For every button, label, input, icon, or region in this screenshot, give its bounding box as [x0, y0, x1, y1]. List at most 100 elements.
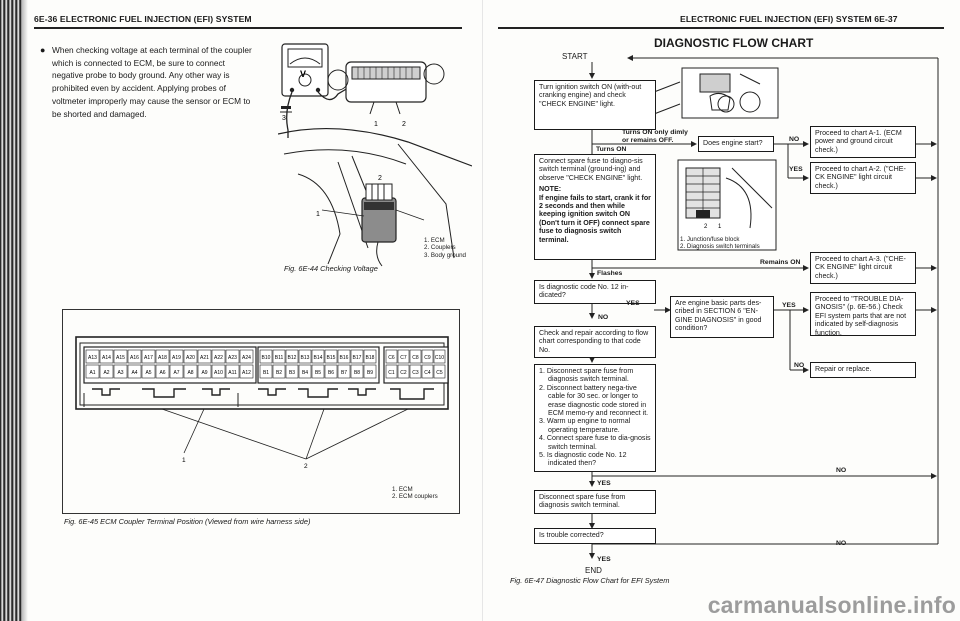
junction-legend: 1. Junction/fuse block 2. Diagnosis swit… [680, 236, 760, 251]
coupler-b-terminal-label-B6: B6 [328, 370, 334, 376]
coupler-c-terminal-label-C3: C3 [412, 370, 419, 376]
steps-list: 1. Disconnect spare fuse from diagnosis … [539, 367, 651, 468]
fig47-caption: Fig. 6E-47 Diagnostic Flow Chart for EFI… [510, 576, 669, 585]
coupler-a-terminal-label-A5: A5 [145, 370, 151, 376]
fig44-callout-2: 2 [402, 121, 406, 128]
label-or-remains-off: or remains OFF. [622, 137, 673, 144]
coupler-a-terminal-label-A4: A4 [131, 370, 137, 376]
coupler-b-terminal-label-B9: B9 [367, 370, 373, 376]
svg-text:V: V [300, 69, 306, 79]
coupler-b-terminal-label-B11: B11 [275, 355, 284, 361]
coupler-c-terminal-label-C8: C8 [412, 355, 419, 361]
coupler-b-terminal-label-B14: B14 [314, 355, 323, 361]
fig44-callout-1: 1 [374, 121, 378, 128]
coupler-a-terminal-label-A13: A13 [88, 355, 97, 361]
coupler-b-terminal-label-B17: B17 [353, 355, 362, 361]
box-chart-a1: Proceed to chart A-1. (ECM power and gro… [810, 126, 916, 158]
fig44-legend-ecm: 1. ECM [424, 237, 466, 244]
fig45-legend-couplers: 2. ECM couplers [392, 493, 438, 500]
label-no-3: NO [794, 362, 804, 369]
bullet-paragraph: ● When checking voltage at each terminal… [40, 44, 252, 120]
coupler-b-terminal-label-B16: B16 [340, 355, 349, 361]
box-trouble-corrected: Is trouble corrected? [534, 528, 656, 544]
fig44-legend-couplers: 2. Couplers [424, 244, 466, 251]
right-page-header: ELECTRONIC FUEL INJECTION (EFI) SYSTEM 6… [680, 14, 898, 24]
step-1: 1. Disconnect spare fuse from diagnosis … [539, 367, 651, 384]
label-no-5: NO [836, 540, 846, 547]
fig45-callout-2: 2 [304, 463, 308, 470]
box-check-repair: Check and repair according to flow chart… [534, 326, 656, 358]
right-header-rule [498, 27, 944, 29]
junction-legend-1: 1. Junction/fuse block [680, 236, 760, 243]
coupler-a-terminal-label-A6: A6 [159, 370, 165, 376]
coupler-b-terminal-label-B1: B1 [263, 370, 269, 376]
box-basic-parts: Are engine basic parts des-cribed in SEC… [670, 296, 774, 338]
coupler-b-terminal-label-B5: B5 [315, 370, 321, 376]
label-yes-1: YES [789, 166, 803, 173]
box-chart-a3: Proceed to chart A-3. ("CHE-CK ENGINE" l… [810, 252, 916, 284]
coupler-a-terminal-label-A22: A22 [214, 355, 223, 361]
bullet-dot: ● [40, 44, 45, 57]
coupler-c-terminal-label-C1: C1 [388, 370, 395, 376]
left-page-header: 6E-36 ELECTRONIC FUEL INJECTION (EFI) SY… [34, 14, 252, 24]
fig45-callout-1: 1 [182, 457, 186, 464]
coupler-a-terminal-label-A1: A1 [89, 370, 95, 376]
page-binding-edge [0, 0, 22, 621]
coupler-a-terminal-label-A17: A17 [144, 355, 153, 361]
coupler-a-terminal-label-A19: A19 [172, 355, 181, 361]
watermark: carmanualsonline.info [708, 592, 956, 619]
coupler-b-terminal-label-B15: B15 [327, 355, 336, 361]
label-yes-4: YES [597, 480, 611, 487]
label-yes-2: YES [626, 300, 640, 307]
coupler-a-terminal-label-A10: A10 [214, 370, 223, 376]
coupler-c-terminal-label-C10: C10 [435, 355, 444, 361]
fig45-legend-ecm: 1. ECM [392, 486, 438, 493]
coupler-a-terminal-label-A2: A2 [103, 370, 109, 376]
box-turn-ignition: Turn ignition switch ON (with-out cranki… [534, 80, 656, 130]
box-disconnect-fuse: Disconnect spare fuse from diagnosis swi… [534, 490, 656, 514]
coupler-a-terminal-label-A15: A15 [116, 355, 125, 361]
label-yes-3: YES [782, 302, 796, 309]
coupler-a-terminal-label-A23: A23 [228, 355, 237, 361]
page-gutter [482, 0, 483, 621]
coupler-a-terminal-label-A21: A21 [200, 355, 209, 361]
fig44-legend-ground: 3. Body ground [424, 252, 466, 259]
step-2: 2. Disconnect battery nega-tive cable fo… [539, 384, 651, 418]
coupler-c-terminal-label-C2: C2 [400, 370, 407, 376]
fig44-callout-3: 3 [282, 115, 286, 122]
fig45-caption: Fig. 6E-45 ECM Coupler Terminal Position… [64, 517, 310, 526]
bullet-text: When checking voltage at each terminal o… [52, 44, 252, 120]
coupler-a-terminal-label-A12: A12 [242, 370, 251, 376]
label-no-4: NO [836, 467, 846, 474]
label-turns-on-dimly: Turns ON only dimly [622, 129, 688, 136]
coupler-a-terminal-label-A11: A11 [228, 370, 237, 376]
fig45-legend: 1. ECM 2. ECM couplers [392, 486, 438, 501]
coupler-c-terminal-label-C6: C6 [388, 355, 395, 361]
coupler-b-terminal-label-B2: B2 [276, 370, 282, 376]
left-header-rule [34, 27, 462, 29]
coupler-a-terminal-label-A18: A18 [158, 355, 167, 361]
coupler-b-terminal-label-B8: B8 [354, 370, 360, 376]
connect-fuse-text: Connect spare fuse to diagno-sis switch … [539, 157, 651, 182]
label-flashes: Flashes [597, 270, 622, 277]
label-yes-5: YES [597, 556, 611, 563]
coupler-a-terminal-label-A9: A9 [201, 370, 207, 376]
coupler-a-terminal-label-A24: A24 [242, 355, 251, 361]
coupler-c-terminal-label-C7: C7 [400, 355, 407, 361]
coupler-a-terminal-label-A8: A8 [187, 370, 193, 376]
coupler-b-terminal-label-B10: B10 [262, 355, 271, 361]
box-connect-fuse: Connect spare fuse to diagno-sis switch … [534, 154, 656, 260]
box-repair-replace: Repair or replace. [810, 362, 916, 378]
note-body: If engine fails to start, crank it for 2… [539, 194, 651, 244]
coupler-c-terminal-label-C4: C4 [424, 370, 431, 376]
box-chart-a2: Proceed to chart A-2. ("CHE-CK ENGINE" l… [810, 162, 916, 194]
start-label: START [562, 52, 587, 61]
fig44-caption: Fig. 6E-44 Checking Voltage [284, 264, 378, 273]
label-no-1: NO [789, 136, 799, 143]
coupler-b-terminal-label-B4: B4 [302, 370, 308, 376]
box-trouble-diagnosis: Proceed to "TROUBLE DIA-GNOSIS" (p. 6E-5… [810, 292, 916, 336]
binding-shadow [22, 0, 28, 621]
coupler-a-terminal-label-A14: A14 [102, 355, 111, 361]
coupler-a-terminal-label-A3: A3 [117, 370, 123, 376]
step-3: 3. Warm up engine to normal operating te… [539, 417, 651, 434]
